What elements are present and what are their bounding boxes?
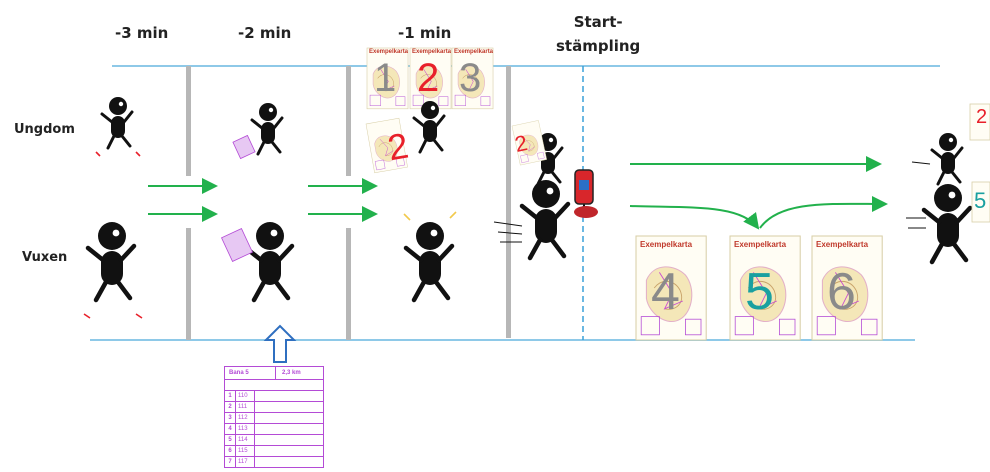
youth-card-number-3: 3 bbox=[459, 56, 482, 100]
excited-marks bbox=[403, 211, 457, 221]
adult-runner-minus-2 bbox=[246, 222, 292, 300]
corral-dividers bbox=[186, 66, 511, 340]
youth-runner-minus-3 bbox=[100, 95, 134, 150]
map-title-y1: Exempelkarta bbox=[369, 49, 409, 55]
column-header-minus-3: -3 min bbox=[115, 24, 169, 42]
map-title-5: Exempelkarta bbox=[734, 240, 787, 249]
adult-runner-start bbox=[522, 180, 568, 258]
adult-card-number-5: 5 bbox=[745, 263, 774, 321]
start-punch-unit bbox=[574, 169, 598, 218]
adult-end-number: 5 bbox=[974, 188, 987, 213]
nervous-feet-marks bbox=[83, 151, 143, 319]
control-card-distance: 2,3 km bbox=[282, 370, 301, 376]
column-header-minus-1: -1 min bbox=[398, 24, 452, 42]
flow-arrows bbox=[148, 156, 888, 230]
adult-card-number-6: 6 bbox=[827, 263, 856, 321]
control-card-course: Bana 5 bbox=[225, 367, 276, 379]
youth-control-card-minus-2 bbox=[232, 134, 256, 160]
control-card-arrow bbox=[263, 324, 297, 363]
map-title-y2: Exempelkarta bbox=[412, 49, 452, 55]
youth-card-number-1: 1 bbox=[374, 56, 397, 100]
adult-end-map bbox=[971, 181, 990, 223]
adult-control-card-minus-2 bbox=[221, 228, 253, 262]
adult-runner-minus-3 bbox=[88, 222, 134, 300]
adult-card-number-4: 4 bbox=[651, 263, 680, 321]
map-title-4: Exempelkarta bbox=[640, 240, 693, 249]
youth-runner-end bbox=[930, 131, 964, 186]
map-title-6: Exempelkarta bbox=[816, 240, 869, 249]
speed-lines bbox=[493, 161, 931, 243]
adult-runner-end bbox=[924, 184, 970, 262]
youth-runner-minus-2 bbox=[250, 101, 284, 156]
youth-end-map bbox=[969, 103, 990, 141]
column-header-start: Start- stämpling bbox=[556, 13, 641, 55]
adult-runner-minus-1 bbox=[406, 222, 452, 300]
column-header-minus-2: -2 min bbox=[238, 24, 292, 42]
map-title-y3: Exempelkarta bbox=[454, 49, 494, 55]
youth-card-number-2: 2 bbox=[417, 56, 440, 100]
row-label-adult: Vuxen bbox=[22, 250, 68, 265]
youth-end-number: 2 bbox=[976, 106, 988, 128]
row-label-youth: Ungdom bbox=[14, 122, 75, 137]
